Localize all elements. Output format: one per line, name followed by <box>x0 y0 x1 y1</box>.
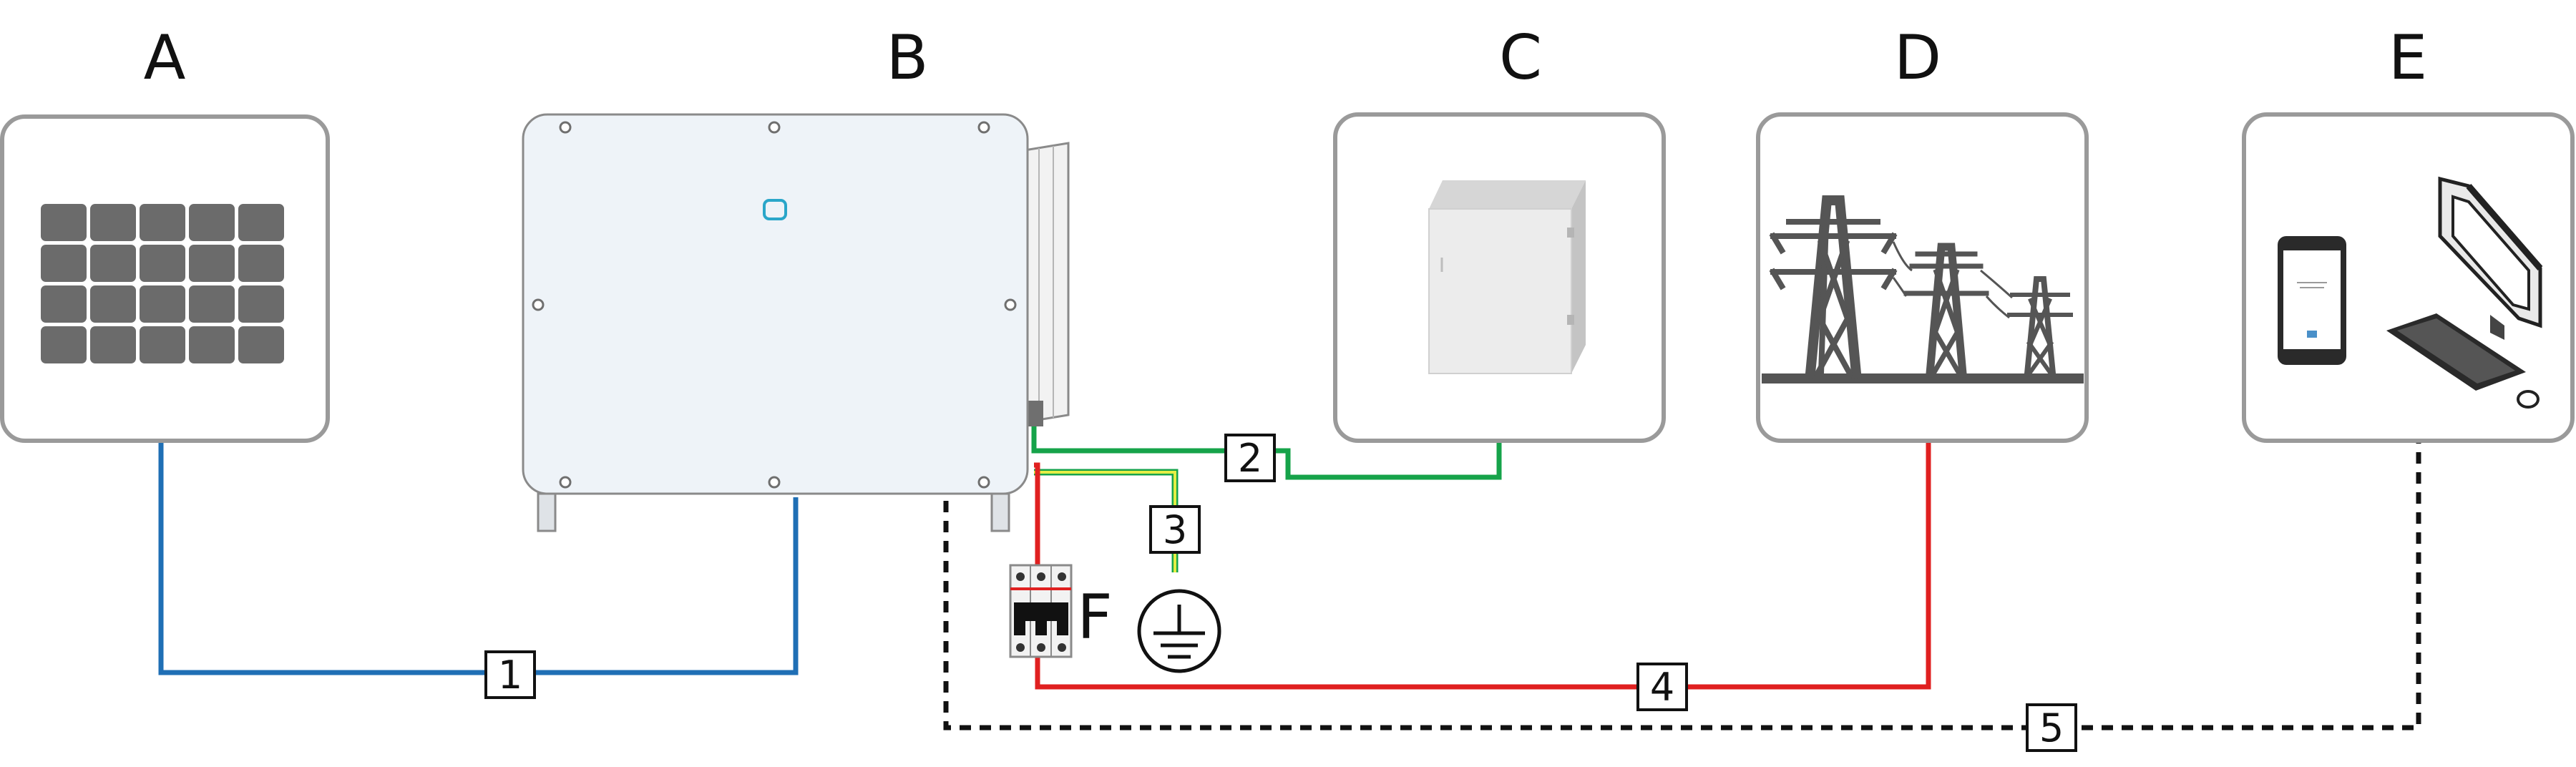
cable-label-2: 2 <box>1224 434 1276 482</box>
component-letter-e: E <box>2389 22 2427 94</box>
circuit-breaker-icon <box>1009 564 1073 658</box>
component-letter-d: D <box>1894 22 1941 94</box>
cable-number-1: 1 <box>498 653 522 698</box>
transmission-tower-icon <box>1762 195 2084 384</box>
cable-5-network <box>943 440 2421 731</box>
cable-number-4: 4 <box>1650 665 1674 710</box>
cabinet-icon <box>1428 180 1586 374</box>
component-letter-b: B <box>887 22 929 94</box>
devices-card <box>2242 112 2575 443</box>
cable-number-3: 3 <box>1163 507 1187 552</box>
ground-symbol-icon <box>1137 589 1221 673</box>
component-letter-f: F <box>1077 582 1112 653</box>
cable-label-3: 3 <box>1149 505 1201 554</box>
solar-panel-icon <box>41 204 284 363</box>
cable-label-1: 1 <box>484 650 536 699</box>
status-indicator-icon <box>763 199 787 220</box>
component-letter-a: A <box>144 22 186 94</box>
inverter-icon <box>522 113 1070 532</box>
cable-label-5: 5 <box>2026 703 2077 752</box>
cable-label-4: 4 <box>1636 663 1688 711</box>
cabinet-card <box>1333 112 1666 443</box>
cable-number-5: 5 <box>2039 705 2064 751</box>
cable-4-ac <box>1034 440 1931 690</box>
phone-and-computer-icon <box>2278 176 2543 409</box>
computer-icon <box>2386 176 2543 409</box>
cable-2-communication <box>1031 422 1502 480</box>
cable-number-2: 2 <box>1238 436 1262 481</box>
component-letter-c: C <box>1499 22 1542 94</box>
solar-panel-card <box>0 114 330 443</box>
power-grid-card <box>1756 112 2089 443</box>
cable-1-dc <box>158 440 799 675</box>
